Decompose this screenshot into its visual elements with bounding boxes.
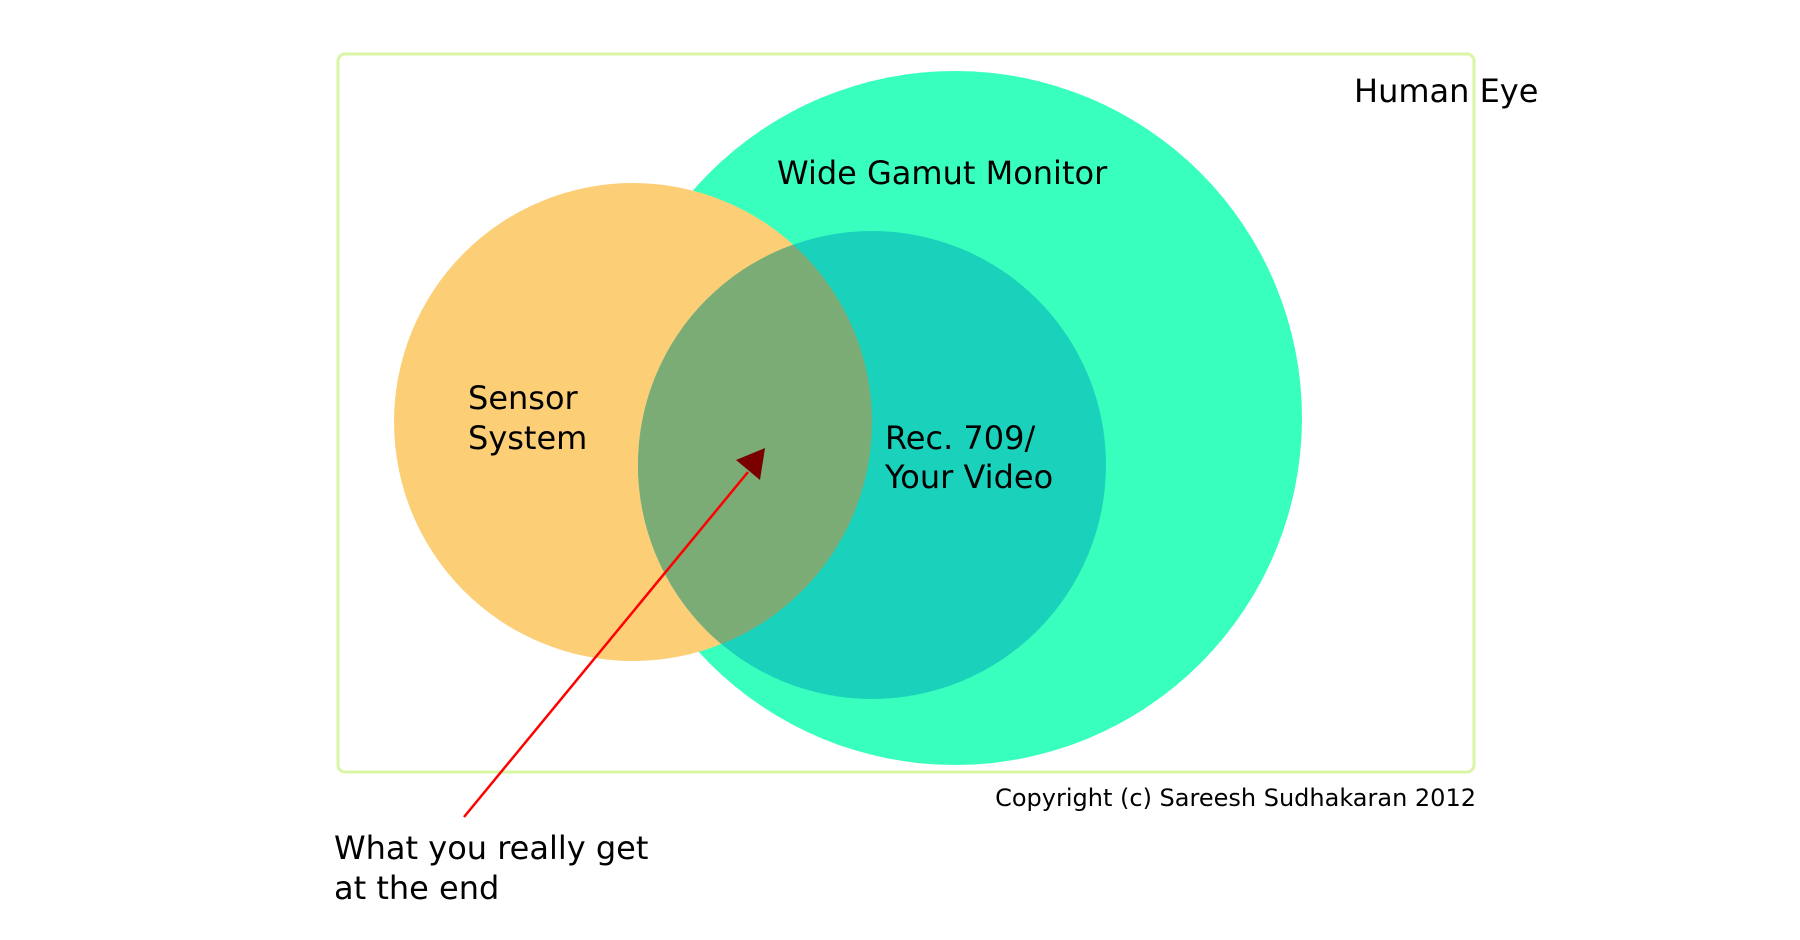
annotation-label-line1: What you really get [334, 829, 648, 867]
human-eye-frame [336, 52, 1476, 774]
rec709-label-line1: Rec. 709/ [885, 419, 1036, 457]
copyright-text: Copyright (c) Sareesh Sudhakaran 2012 [995, 784, 1476, 812]
overlap-region [638, 231, 872, 661]
rec709-label-line2: Your Video [884, 458, 1053, 496]
annotation-arrow-line [463, 471, 749, 818]
sensor-label-line2: System [468, 419, 587, 457]
annotation-arrow-head [736, 448, 765, 480]
wide-gamut-label: Wide Gamut Monitor [777, 154, 1108, 192]
annotation-label-line2: at the end [334, 869, 499, 907]
sensor-label-line1: Sensor [468, 379, 579, 417]
human-eye-label: Human Eye [1354, 72, 1538, 110]
